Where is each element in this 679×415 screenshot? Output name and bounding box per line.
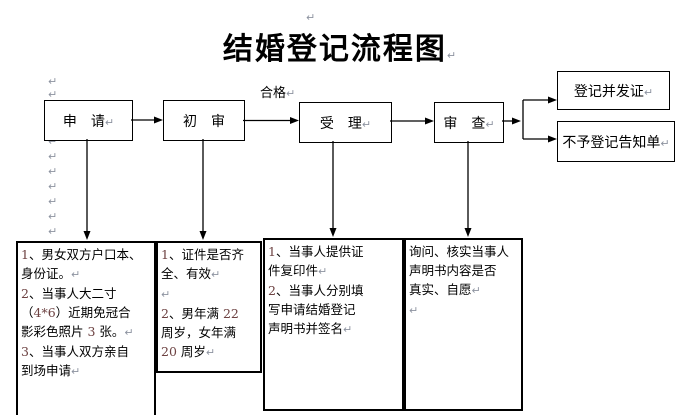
step-box-initial-review: 初 审 <box>163 100 245 141</box>
paragraph-mark: ↵ <box>48 75 58 88</box>
paragraph-mark: ↵ <box>48 210 58 223</box>
page-title: 结婚登记流程图↵ <box>222 32 457 67</box>
paragraph-mark: ↵ <box>48 195 58 208</box>
detail-box-apply-requirements: 1、男女双方户口本、身份证。↵2、当事人大二寸（4*6）近期免冠合影彩色照片 3… <box>16 241 156 415</box>
paragraph-mark: ↵ <box>48 135 58 148</box>
paragraph-mark: ↵ <box>48 88 58 101</box>
paragraph-mark: ↵ <box>48 165 58 178</box>
paragraph-mark: ↵ <box>48 150 58 163</box>
detail-box-review-verification: 询问、核实当事人声明书内容是否真实、自愿↵↵ <box>404 238 523 411</box>
outcome-box-non-registration-notice: 不予登记告知单↵ <box>557 121 675 162</box>
step-box-review: 审 查↵ <box>434 102 504 143</box>
step-box-accept: 受 理↵ <box>299 102 392 143</box>
paragraph-mark: ↵ <box>48 180 58 193</box>
paragraph-mark: ↵ <box>306 11 316 24</box>
detail-box-accept-actions: 1、当事人提供证件复印件↵2、当事人分别填写申请结婚登记声明书并签名↵ <box>263 238 404 411</box>
qualified-label: 合格↵ <box>260 86 296 101</box>
outcome-box-register-issue-certificate: 登记并发证↵ <box>557 71 670 110</box>
paragraph-mark: ↵ <box>48 225 58 238</box>
